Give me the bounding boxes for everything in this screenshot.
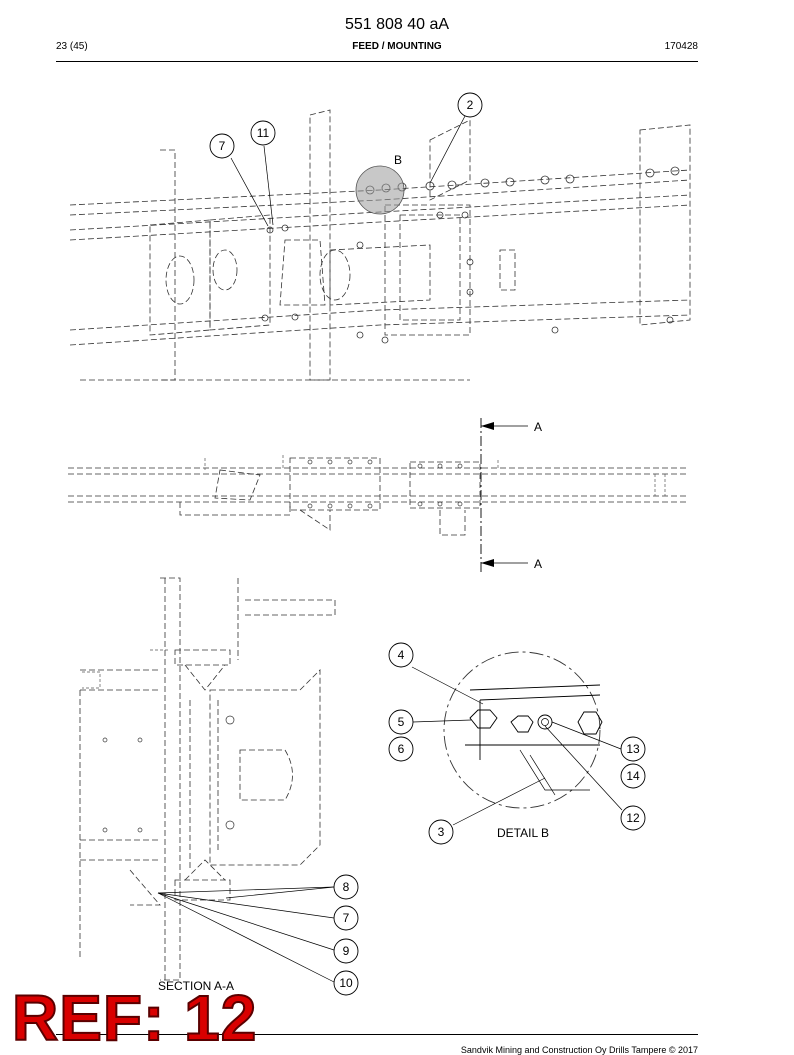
callout-7-top: 7 bbox=[209, 133, 235, 159]
callout-9: 9 bbox=[333, 938, 359, 964]
svg-text:5: 5 bbox=[398, 715, 405, 729]
svg-text:9: 9 bbox=[343, 944, 350, 958]
section-aa-label: SECTION A-A bbox=[158, 979, 234, 993]
svg-text:6: 6 bbox=[398, 742, 405, 756]
header-divider bbox=[56, 61, 698, 62]
svg-text:3: 3 bbox=[438, 825, 445, 839]
callout-6: 6 bbox=[388, 736, 414, 762]
callout-3: 3 bbox=[428, 819, 454, 845]
callout-13: 13 bbox=[620, 736, 646, 762]
section-marker-bottom: A bbox=[534, 557, 542, 571]
svg-text:2: 2 bbox=[467, 98, 474, 112]
section-aa-view: 8 7 9 10 SECTION A-A bbox=[79, 577, 359, 996]
callout-4: 4 bbox=[388, 642, 414, 668]
side-view: A A bbox=[68, 418, 688, 574]
document-date: 170428 bbox=[664, 41, 698, 52]
callout-2: 2 bbox=[457, 92, 483, 118]
isometric-view: B 2 7 11 bbox=[69, 92, 691, 381]
detail-b-view: 4 5 6 13 14 12 3 DETAIL B bbox=[388, 642, 646, 845]
svg-text:14: 14 bbox=[626, 769, 640, 783]
svg-text:7: 7 bbox=[219, 139, 226, 153]
detail-b-label: DETAIL B bbox=[497, 826, 549, 840]
svg-text:12: 12 bbox=[626, 811, 640, 825]
callout-10: 10 bbox=[333, 970, 359, 996]
detail-b-marker: B bbox=[394, 153, 402, 167]
page-number: 23 (45) bbox=[56, 41, 88, 52]
detail-b-highlight bbox=[355, 165, 405, 215]
document-number: 551 808 40 aA bbox=[344, 16, 450, 33]
callout-12: 12 bbox=[620, 805, 646, 831]
callout-11: 11 bbox=[250, 120, 276, 146]
callout-5: 5 bbox=[388, 709, 414, 735]
svg-text:10: 10 bbox=[339, 976, 353, 990]
footer-divider bbox=[56, 1034, 698, 1035]
svg-text:4: 4 bbox=[398, 648, 405, 662]
callout-8: 8 bbox=[333, 874, 359, 900]
svg-text:7: 7 bbox=[343, 911, 350, 925]
copyright-notice: Sandvik Mining and Construction Oy Drill… bbox=[460, 1045, 698, 1055]
callout-7-bottom: 7 bbox=[333, 905, 359, 931]
reference-stamp: REF: 12 bbox=[11, 982, 258, 1054]
svg-text:11: 11 bbox=[257, 126, 270, 140]
callout-14: 14 bbox=[620, 763, 646, 789]
svg-text:8: 8 bbox=[343, 880, 350, 894]
section-title: FEED / MOUNTING bbox=[352, 41, 442, 52]
svg-text:13: 13 bbox=[626, 742, 640, 756]
section-marker-top: A bbox=[534, 420, 542, 434]
